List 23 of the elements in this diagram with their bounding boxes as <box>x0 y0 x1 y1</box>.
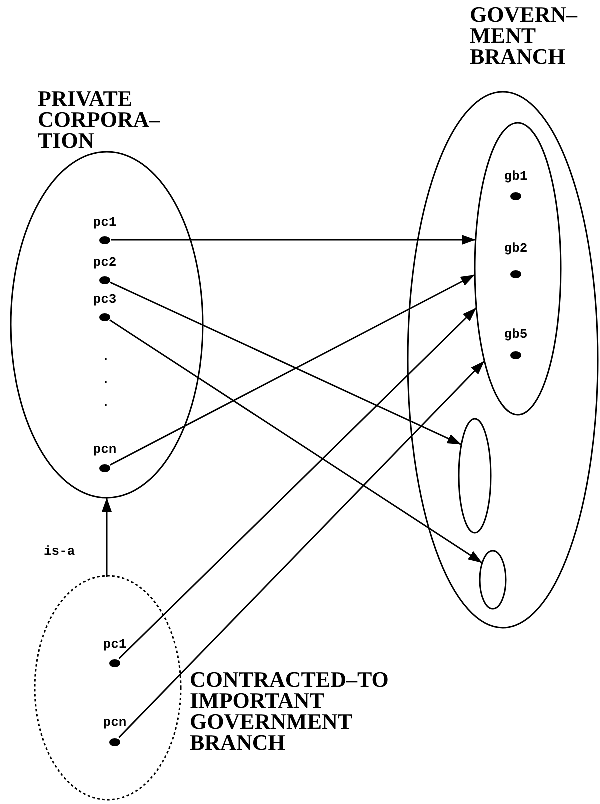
ellipsis-dot: . <box>102 396 110 410</box>
point-label: pcn <box>92 443 118 457</box>
point-label: pc2 <box>92 256 118 270</box>
set-heading: GOVERN– MENT BRANCH <box>470 4 579 67</box>
point-label: pcn <box>102 716 128 730</box>
arrow <box>111 235 476 245</box>
arrow <box>110 274 476 466</box>
set-heading: PRIVATE CORPORA– TION <box>38 88 162 151</box>
ellipsis-dot: . <box>102 373 110 387</box>
point-label: pc3 <box>92 293 118 307</box>
point-label: pc1 <box>102 638 128 652</box>
arrow <box>110 282 462 446</box>
point-label: pc1 <box>92 216 118 230</box>
arrow <box>118 307 478 660</box>
arrow <box>110 320 483 564</box>
point-label: gb2 <box>503 242 529 256</box>
point-label: gb1 <box>503 170 529 184</box>
arrow <box>118 360 486 738</box>
point-label: gb5 <box>503 328 529 342</box>
ellipsis-dot: . <box>102 350 110 364</box>
edge-label: is-a <box>44 545 76 559</box>
set-heading: CONTRACTED–TO IMPORTANT GOVERNMENT BRANCH <box>190 669 390 753</box>
arrow <box>102 498 112 577</box>
